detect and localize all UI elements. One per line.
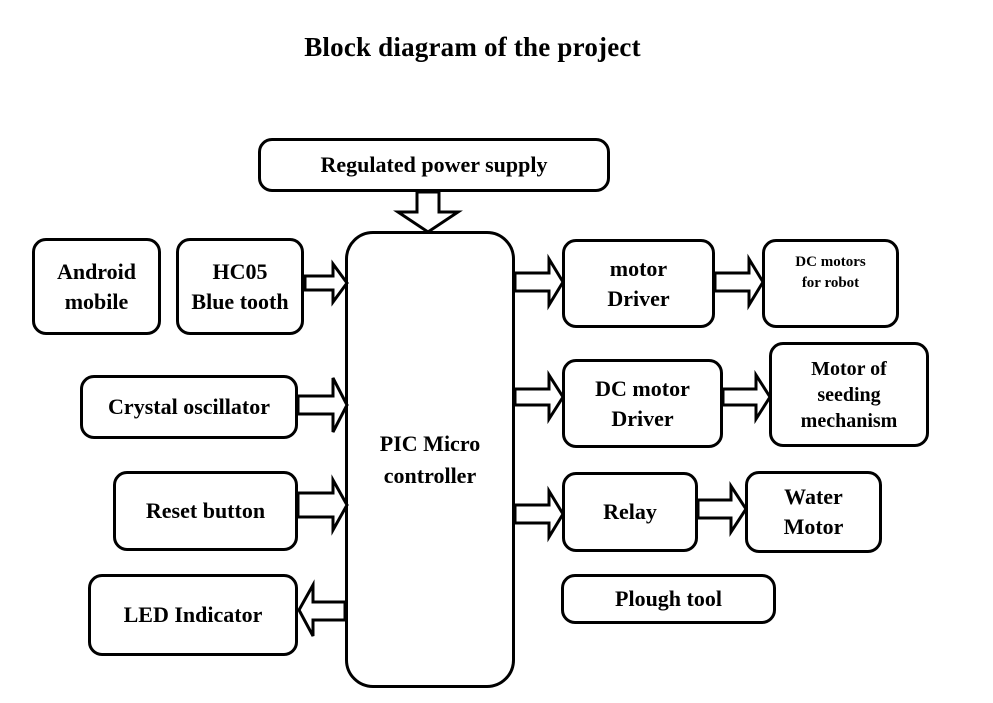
- block-android-mobile: Android mobile: [32, 238, 161, 335]
- block-label: Reset button: [145, 498, 266, 524]
- arrow-reset-to-mcu: [296, 474, 349, 536]
- block-dc-motor-driver: DC motor Driver: [562, 359, 723, 448]
- block-led-indicator: LED Indicator: [88, 574, 298, 656]
- block-label: PIC Micro controller: [379, 430, 481, 488]
- block-plough-tool: Plough tool: [561, 574, 776, 624]
- block-crystal-oscillator: Crystal oscillator: [80, 375, 298, 439]
- block-pic-microcontroller: PIC Micro controller: [345, 231, 515, 688]
- block-label: Regulated power supply: [320, 152, 548, 178]
- arrow-mcu-to-led: [297, 579, 347, 637]
- block-label: Water Motor: [783, 484, 844, 539]
- block-reset-button: Reset button: [113, 471, 298, 551]
- block-label: DC motors for robot: [795, 254, 866, 291]
- arrow-crystal-to-mcu: [296, 377, 349, 433]
- block-label: Plough tool: [615, 586, 722, 612]
- block-label: Motor of seeding mechanism: [800, 357, 898, 432]
- arrow-motor-driver-to-dc-motors: [713, 253, 765, 311]
- block-label: LED Indicator: [123, 602, 263, 628]
- block-power-supply: Regulated power supply: [258, 138, 610, 192]
- diagram-title: Block diagram of the project: [304, 32, 641, 62]
- block-hc05-bluetooth: HC05 Blue tooth: [176, 238, 304, 335]
- block-label: Crystal oscillator: [108, 394, 270, 420]
- arrow-bluetooth-to-mcu: [303, 259, 349, 307]
- arrow-dc-motor-driver-to-seeding: [721, 369, 772, 425]
- block-water-motor: Water Motor: [745, 471, 882, 553]
- arrow-mcu-to-relay: [513, 485, 565, 543]
- block-label: Android mobile: [56, 258, 137, 314]
- arrow-power-to-mcu: [393, 190, 463, 234]
- block-label: HC05 Blue tooth: [191, 258, 289, 314]
- block-motor-driver: motor Driver: [562, 239, 715, 328]
- block-relay: Relay: [562, 472, 698, 552]
- arrow-mcu-to-motor-driver: [513, 253, 565, 311]
- block-label: motor Driver: [607, 255, 670, 311]
- arrow-mcu-to-dc-motor-driver: [513, 369, 565, 425]
- block-seeding-motor: Motor of seeding mechanism: [769, 342, 929, 447]
- arrow-relay-to-water-motor: [696, 480, 748, 538]
- block-dc-motors-for-robot: DC motors for robot: [762, 239, 899, 328]
- block-label: Relay: [603, 499, 657, 525]
- block-label: DC motor Driver: [595, 375, 690, 431]
